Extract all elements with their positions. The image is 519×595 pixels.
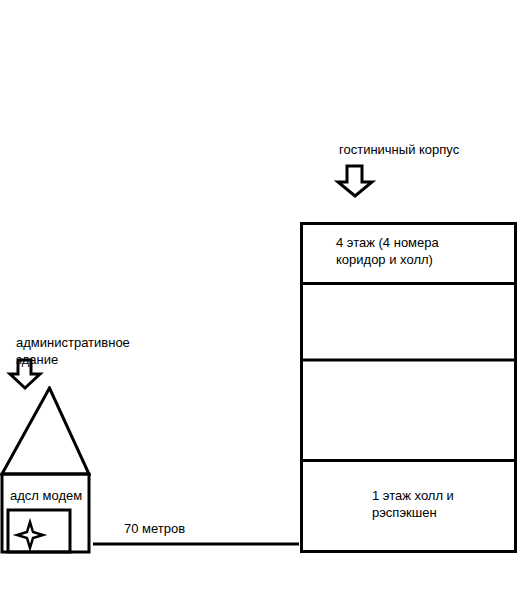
- house-outline: [0, 386, 92, 554]
- building-box: гостиничный корпус4 этаж (4 номера корид…: [300, 222, 517, 553]
- floor-band: 1 этаж холл и рэспэкшен: [303, 459, 514, 550]
- distance-line: [93, 543, 299, 546]
- building-heading: административное здание: [16, 334, 146, 368]
- floor-text: 1 этаж холл и рэспэкшен: [372, 487, 482, 521]
- floor-band: 4 этаж (4 номера коридор и холл): [303, 225, 514, 285]
- building-heading: гостиничный корпус: [339, 141, 509, 158]
- modem-room: [8, 510, 70, 552]
- pointer-arrow: [338, 166, 372, 196]
- floor-divider: [300, 359, 517, 362]
- wall-outline: [2, 474, 89, 552]
- floor-text: 4 этаж (4 номера коридор и холл): [336, 234, 464, 268]
- modem-symbol: [17, 522, 43, 548]
- distance-label: 70 метров: [122, 521, 187, 537]
- house-shape: административное зданиеадсл модем: [0, 386, 92, 554]
- device-label: адсл модем: [10, 487, 82, 504]
- roof-outline: [2, 388, 89, 474]
